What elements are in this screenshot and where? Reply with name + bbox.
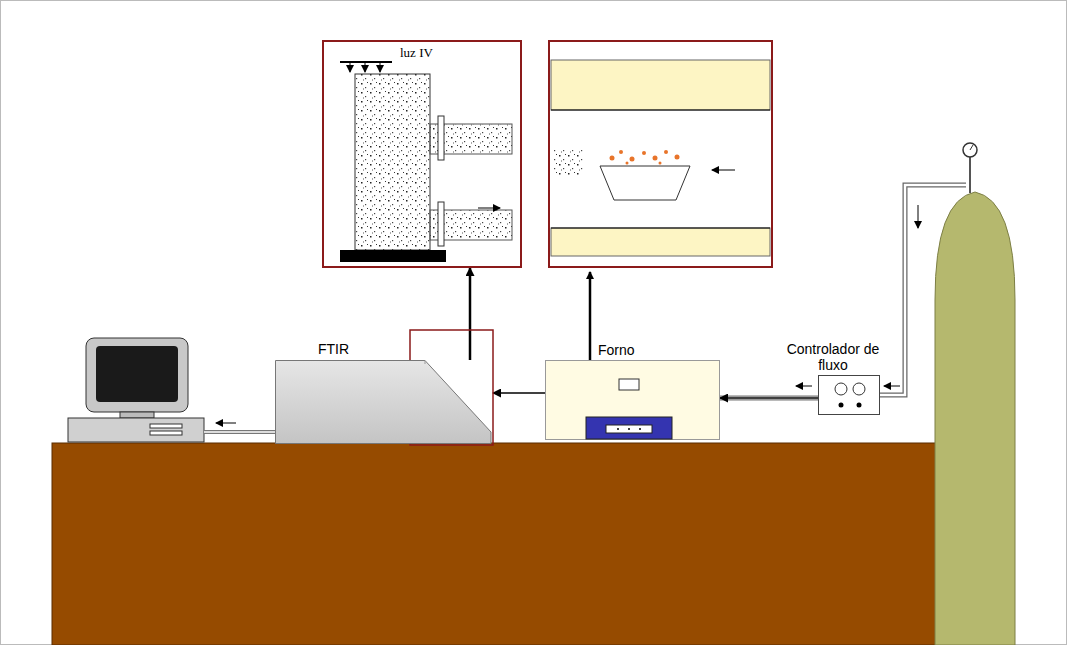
node-label: Forno (598, 342, 635, 358)
flow-arrow (720, 397, 818, 399)
node-label: luz IV (400, 46, 433, 61)
node-label: Controlador de fluxo (777, 341, 889, 373)
furnace: Forno (545, 360, 720, 440)
flow-controller: Controlador de fluxo (818, 375, 880, 415)
inset-frame: luz IV (322, 40, 522, 268)
ftir-spectrometer: FTIR (275, 360, 493, 444)
node-label: FTIR (318, 341, 349, 357)
flow-arrow (493, 392, 545, 394)
shape-outline (819, 376, 881, 416)
shape-outline (546, 361, 721, 441)
flow-arrow (469, 268, 472, 360)
shape-outline (275, 360, 493, 444)
